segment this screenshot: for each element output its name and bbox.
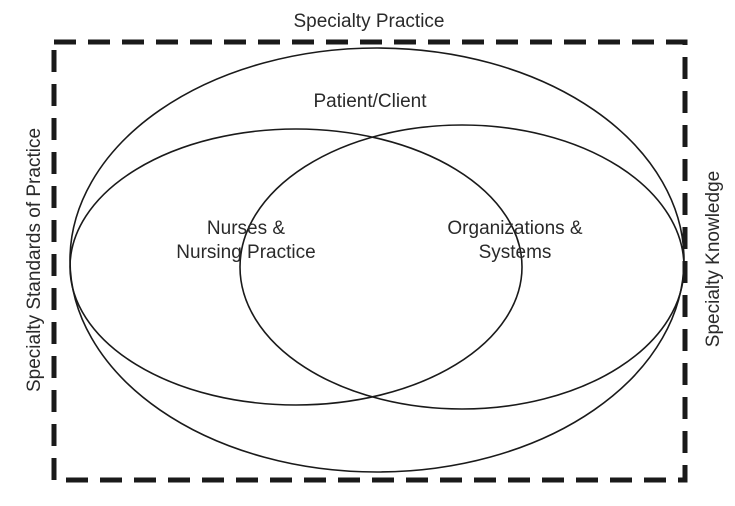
organizations-label-line-1: Organizations &	[447, 218, 583, 239]
nurses-label-line-1: Nurses &	[207, 218, 285, 239]
frame-label-right: Specialty Knowledge	[703, 171, 724, 347]
frame-label-left: Specialty Standards of Practice	[24, 128, 45, 392]
frame-label-top: Specialty Practice	[293, 11, 444, 32]
nurses-nursing-practice-ellipse	[69, 128, 523, 406]
patient-client-label: Patient/Client	[313, 91, 427, 112]
organizations-label-line-2: Systems	[479, 242, 552, 263]
nurses-label-line-2: Nursing Practice	[176, 242, 315, 263]
organizations-systems-ellipse	[239, 124, 685, 410]
specialty-practice-frame	[51, 39, 688, 483]
